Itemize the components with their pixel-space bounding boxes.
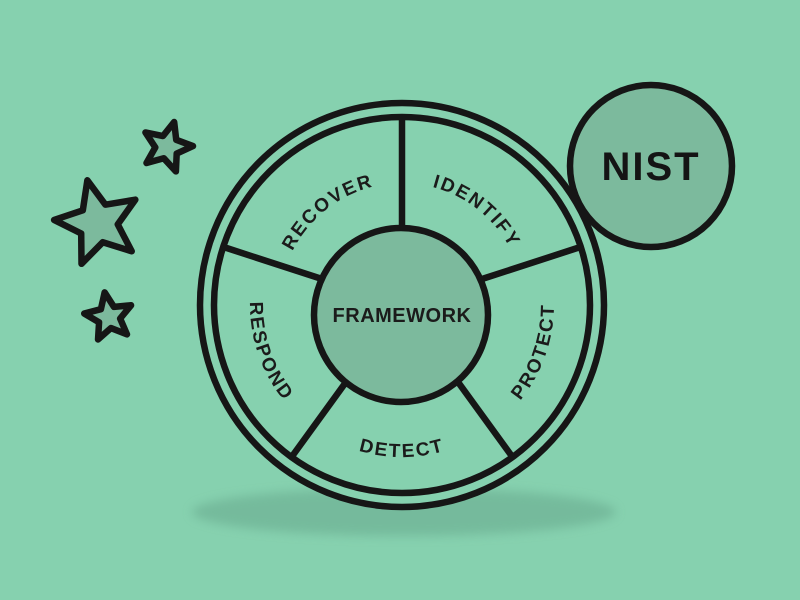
divider-line-upper-right [475, 243, 582, 284]
divider-line-upper-left [222, 243, 329, 284]
star-large-icon [47, 170, 147, 267]
nist-badge: NIST [566, 81, 736, 251]
star-small-bottom-icon [81, 288, 136, 341]
nist-badge-circle [566, 81, 736, 251]
framework-label: FRAMEWORK [333, 305, 472, 327]
star-small-top-icon [137, 115, 198, 174]
stars-decoration [47, 115, 198, 341]
center-circle [310, 224, 492, 406]
nist-logo: NIST [601, 145, 700, 189]
framework-wheel: FRAMEWORK RECOVER IDENTIFY RESPOND DETEC… [196, 99, 608, 511]
wheel-shadow [192, 488, 616, 536]
